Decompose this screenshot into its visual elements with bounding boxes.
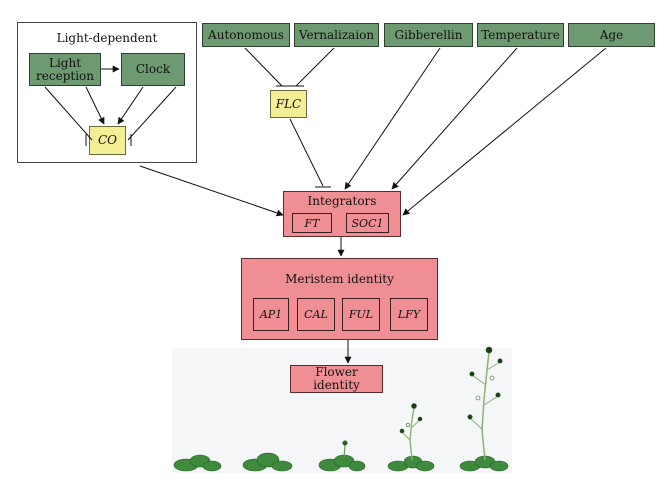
gibberellin-node: Gibberellin	[384, 23, 473, 47]
ful-gene: FUL	[342, 298, 380, 331]
ft-gene: FT	[292, 213, 332, 233]
clock-to-co-inhibit	[127, 86, 177, 141]
vernalization-to-flc	[295, 47, 335, 87]
autonomous-to-flc	[244, 47, 283, 87]
co-node: CO	[89, 126, 126, 155]
vernalization-node: Vernalizaion	[294, 23, 379, 47]
plant-rosette-1	[173, 454, 222, 472]
autonomous-node: Autonomous	[202, 23, 290, 47]
flower-identity-box: Flower identity	[290, 365, 383, 393]
light-to-co-inhibit-a	[44, 86, 93, 141]
clock-to-co-arrow	[117, 86, 144, 125]
flc-to-integrators	[289, 118, 324, 187]
light-reception-node: Light reception	[29, 53, 101, 86]
plant-bolting-4	[387, 403, 435, 472]
light-dependent-title: Light-dependent	[56, 31, 158, 45]
plant-flowering-5	[459, 346, 509, 472]
age-to-integrators	[402, 47, 607, 216]
plant-rosette-2	[242, 452, 293, 472]
meristem-identity-title: Meristem identity	[285, 272, 394, 286]
integrators-title: Integrators	[307, 194, 377, 208]
light-to-co-arrow	[85, 86, 105, 125]
temperature-to-integrators	[391, 47, 518, 190]
age-node: Age	[568, 23, 655, 47]
lfy-gene: LFY	[390, 298, 428, 331]
soc1-gene: SOC1	[346, 213, 389, 233]
plant-rosette-3	[318, 440, 366, 472]
co-to-integrators	[139, 165, 284, 217]
temperature-node: Temperature	[477, 23, 564, 47]
ap1-gene: AP1	[253, 298, 289, 331]
cal-gene: CAL	[297, 298, 335, 331]
flc-node: FLC	[270, 90, 307, 118]
clock-node: Clock	[121, 53, 185, 86]
gibberellin-to-integrators	[344, 47, 441, 190]
